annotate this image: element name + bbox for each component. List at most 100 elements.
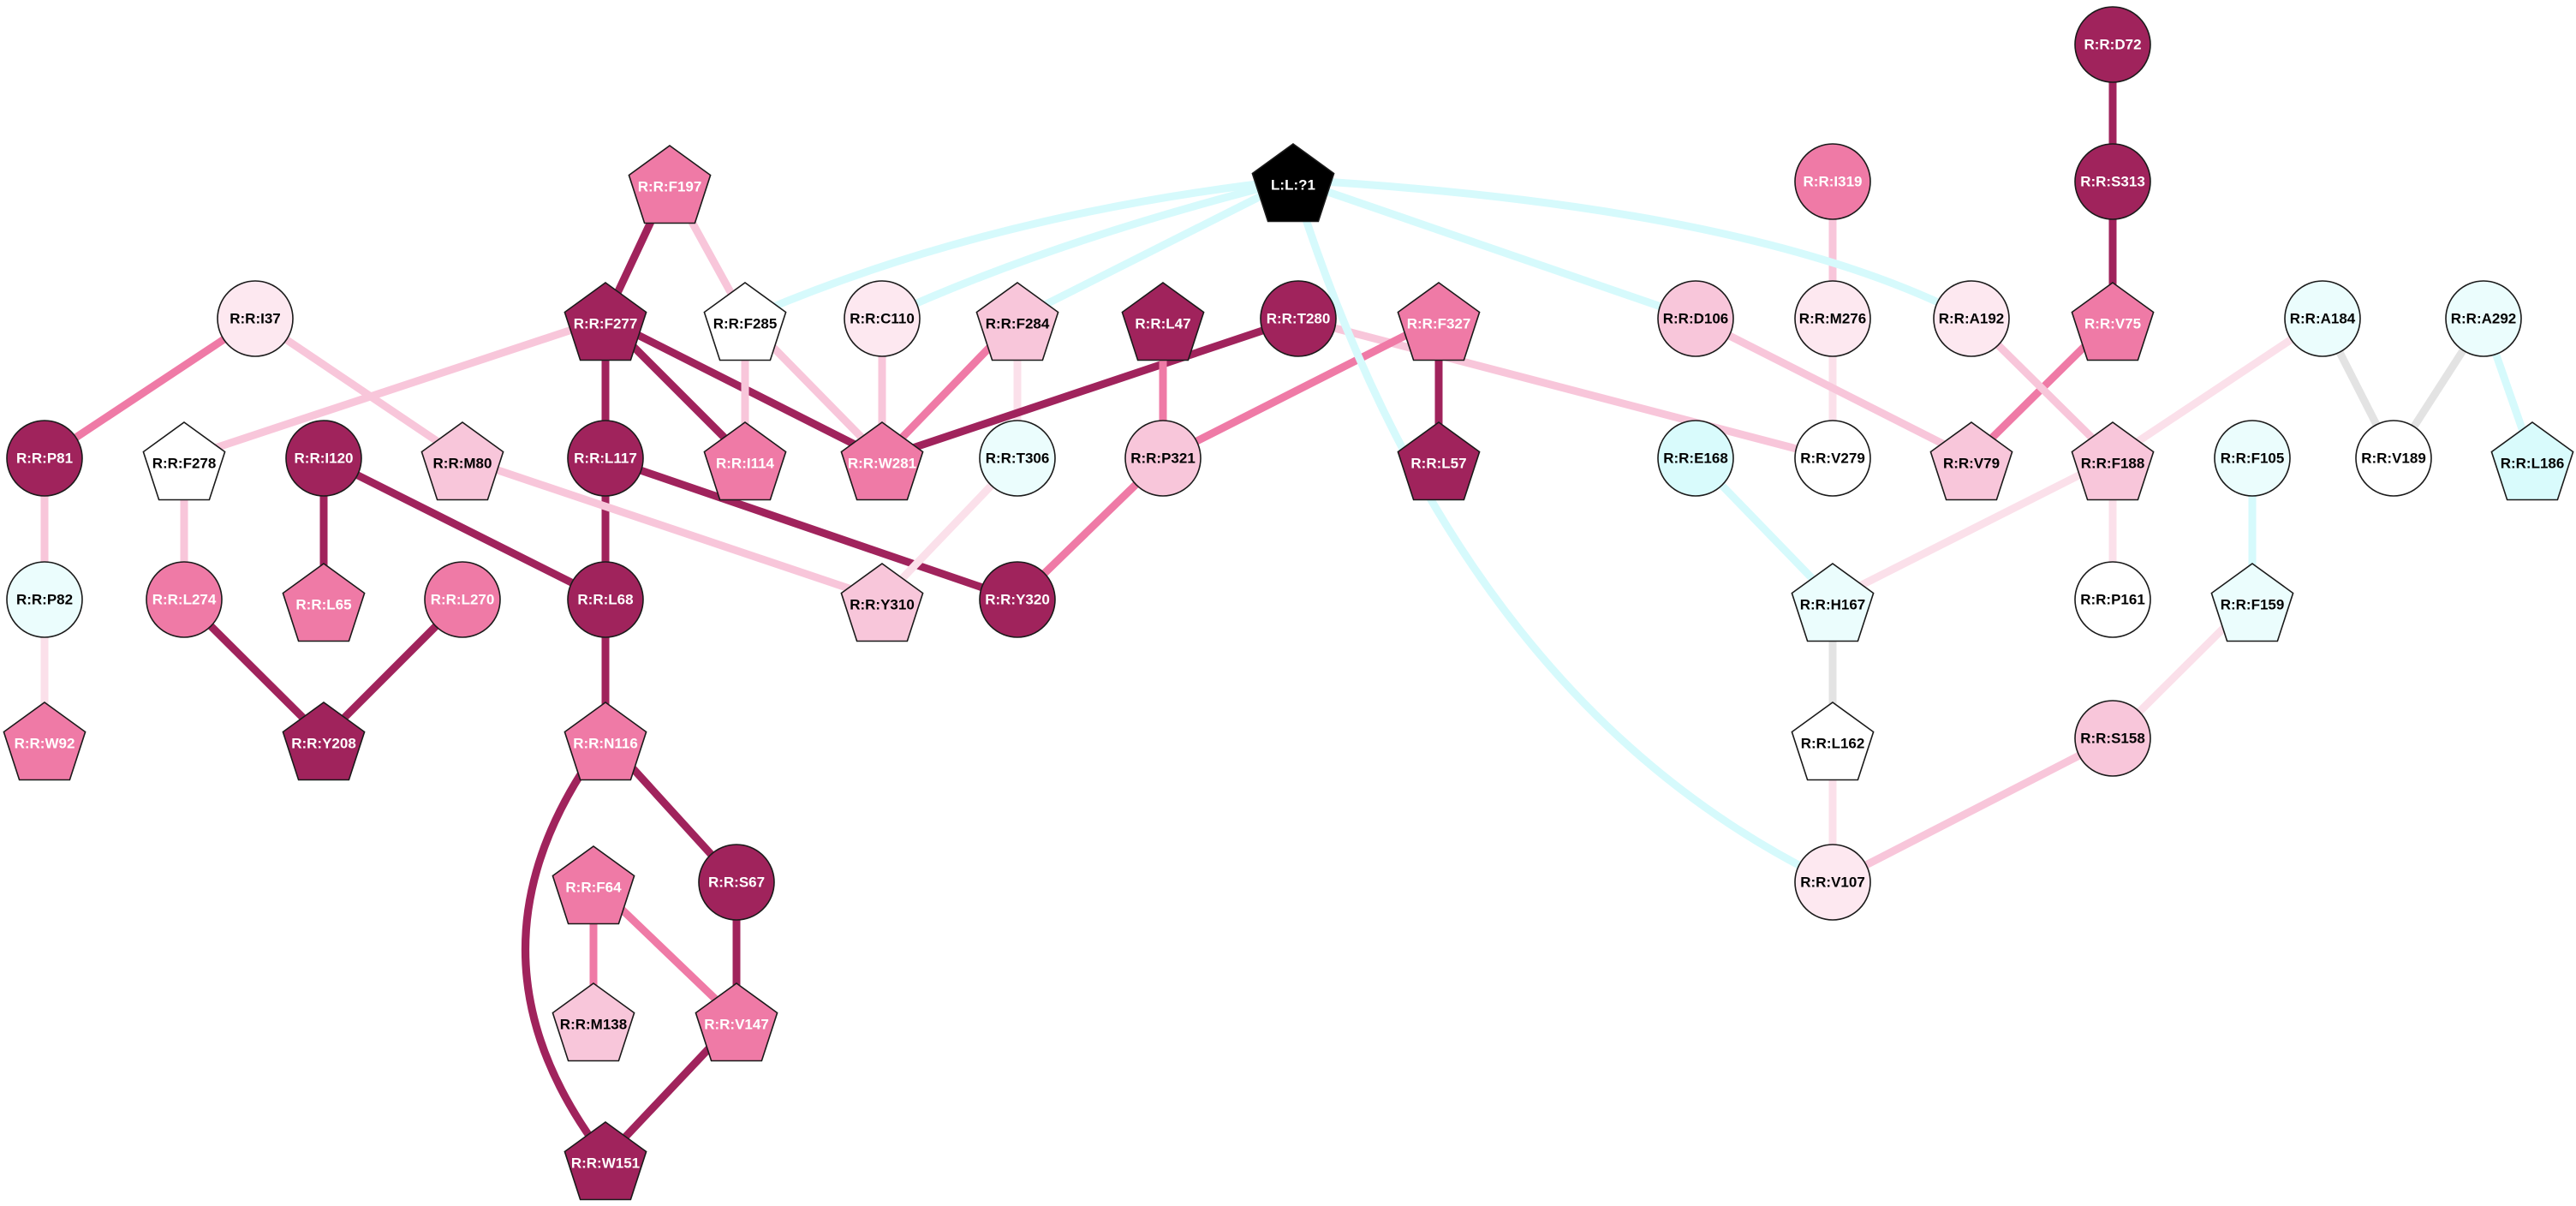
node-r-r-l65[interactable]: R:R:L65 xyxy=(282,563,366,642)
node-r-r-w151[interactable]: R:R:W151 xyxy=(564,1121,647,1201)
node-shape-r-r-f64 xyxy=(552,845,635,925)
node-shape-r-r-a292 xyxy=(2445,280,2522,357)
node-shape-r-r-l47 xyxy=(1121,282,1205,361)
node-shape-r-r-v147 xyxy=(695,982,778,1062)
node-r-r-l117[interactable]: R:R:L117 xyxy=(567,420,644,497)
node-shape-r-r-n116 xyxy=(564,702,647,781)
node-shape-r-r-y320 xyxy=(979,561,1056,638)
node-label: R:R:V189 xyxy=(2361,451,2426,467)
node-r-r-p321[interactable]: R:R:P321 xyxy=(1124,420,1202,497)
node-r-r-i120[interactable]: R:R:I120 xyxy=(285,420,362,497)
node-r-r-v147[interactable]: R:R:V147 xyxy=(695,982,778,1062)
node-r-r-a184[interactable]: R:R:A184 xyxy=(2284,280,2361,357)
node-r-r-d72[interactable]: R:R:D72 xyxy=(2074,6,2151,83)
node-shape-r-r-f159 xyxy=(2210,563,2294,642)
node-shape-r-r-t280 xyxy=(1260,280,1337,357)
node-l-l-1[interactable]: L:L:?1 xyxy=(1251,143,1335,223)
node-label: R:R:T306 xyxy=(986,451,1050,467)
node-label: R:R:F277 xyxy=(574,316,638,332)
edge-r-r-n116-to-r-r-w151 xyxy=(522,734,610,1162)
node-shape-r-r-l270 xyxy=(424,561,501,638)
edge-r-r-f188-to-r-r-h167 xyxy=(1828,454,2117,604)
node-r-r-i319[interactable]: R:R:I319 xyxy=(1794,143,1871,220)
node-r-r-s313[interactable]: R:R:S313 xyxy=(2074,143,2151,220)
node-r-r-m138[interactable]: R:R:M138 xyxy=(552,982,635,1062)
node-r-r-i114[interactable]: R:R:I114 xyxy=(703,421,787,501)
edge-l-l-1-to-r-r-f285 xyxy=(741,176,1297,323)
edge-r-r-f327-to-r-r-p321 xyxy=(1159,314,1443,463)
node-r-r-v279[interactable]: R:R:V279 xyxy=(1794,420,1871,497)
node-r-r-n116[interactable]: R:R:N116 xyxy=(564,702,647,781)
node-r-r-l68[interactable]: R:R:L68 xyxy=(567,561,644,638)
node-r-r-v107[interactable]: R:R:V107 xyxy=(1794,844,1871,921)
node-r-r-a292[interactable]: R:R:A292 xyxy=(2445,280,2522,357)
node-shape-r-r-d72 xyxy=(2074,6,2151,83)
node-r-r-c110[interactable]: R:R:C110 xyxy=(844,280,921,357)
node-r-r-v75[interactable]: R:R:V75 xyxy=(2071,282,2155,361)
node-shape-r-r-e168 xyxy=(1657,420,1734,497)
node-r-r-p81[interactable]: R:R:P81 xyxy=(6,420,83,497)
node-r-r-w281[interactable]: R:R:W281 xyxy=(840,421,924,501)
node-r-r-l270[interactable]: R:R:L270 xyxy=(424,561,501,638)
node-r-r-i37[interactable]: R:R:I37 xyxy=(217,280,294,357)
node-r-r-f277[interactable]: R:R:F277 xyxy=(564,282,647,361)
node-r-r-p161[interactable]: R:R:P161 xyxy=(2074,561,2151,638)
node-r-r-a192[interactable]: R:R:A192 xyxy=(1933,280,2010,357)
node-shape-r-r-i37 xyxy=(217,280,294,357)
node-label: R:R:L47 xyxy=(1135,316,1190,332)
node-r-r-t306[interactable]: R:R:T306 xyxy=(979,420,1056,497)
node-r-r-y208[interactable]: R:R:Y208 xyxy=(282,702,366,781)
node-r-r-y310[interactable]: R:R:Y310 xyxy=(840,563,924,642)
node-r-r-m80[interactable]: R:R:M80 xyxy=(420,421,504,501)
node-r-r-l162[interactable]: R:R:L162 xyxy=(1791,702,1875,781)
edge-r-r-m80-to-r-r-y310 xyxy=(458,454,886,604)
node-label: R:R:F197 xyxy=(638,179,702,195)
node-shape-r-r-v75 xyxy=(2071,282,2155,361)
node-r-r-s67[interactable]: R:R:S67 xyxy=(698,844,775,921)
node-label: R:R:D106 xyxy=(1663,311,1729,327)
node-r-r-v189[interactable]: R:R:V189 xyxy=(2355,420,2432,497)
node-label: R:R:F327 xyxy=(1407,316,1471,332)
node-shape-l-l-1 xyxy=(1251,143,1335,223)
node-label: R:R:F284 xyxy=(986,316,1050,332)
node-r-r-l186[interactable]: R:R:L186 xyxy=(2490,421,2574,501)
node-r-r-t280[interactable]: R:R:T280 xyxy=(1260,280,1337,357)
node-r-r-y320[interactable]: R:R:Y320 xyxy=(979,561,1056,638)
node-r-r-m276[interactable]: R:R:M276 xyxy=(1794,280,1871,357)
node-shape-r-r-a192 xyxy=(1933,280,2010,357)
node-r-r-f327[interactable]: R:R:F327 xyxy=(1397,282,1481,361)
node-r-r-f105[interactable]: R:R:F105 xyxy=(2214,420,2291,497)
node-shape-r-r-f277 xyxy=(564,282,647,361)
node-label: R:R:F159 xyxy=(2221,597,2285,613)
node-r-r-f64[interactable]: R:R:F64 xyxy=(552,845,635,925)
node-shape-r-r-f105 xyxy=(2214,420,2291,497)
node-shape-r-r-i319 xyxy=(1794,143,1871,220)
node-r-r-f285[interactable]: R:R:F285 xyxy=(703,282,787,361)
node-r-r-p82[interactable]: R:R:P82 xyxy=(6,561,83,638)
node-label: R:R:I319 xyxy=(1804,174,1863,190)
edge-l-l-1-to-r-r-v107 xyxy=(1289,176,1837,887)
node-r-r-l47[interactable]: R:R:L47 xyxy=(1121,282,1205,361)
node-r-r-f284[interactable]: R:R:F284 xyxy=(975,282,1059,361)
node-label: R:R:S67 xyxy=(708,875,765,891)
node-shape-r-r-y208 xyxy=(282,702,366,781)
node-label: R:R:L186 xyxy=(2501,456,2565,472)
edge-r-r-t280-to-r-r-w281 xyxy=(878,314,1303,463)
node-r-r-s158[interactable]: R:R:S158 xyxy=(2074,700,2151,777)
node-label: R:R:C110 xyxy=(850,311,915,327)
node-r-r-v79[interactable]: R:R:V79 xyxy=(1929,421,2013,501)
node-r-r-l57[interactable]: R:R:L57 xyxy=(1397,421,1481,501)
node-r-r-w92[interactable]: R:R:W92 xyxy=(3,702,86,781)
node-r-r-f197[interactable]: R:R:F197 xyxy=(628,145,712,224)
edge-r-r-i37-to-r-r-m80 xyxy=(251,314,467,463)
node-r-r-h167[interactable]: R:R:H167 xyxy=(1791,563,1875,642)
node-r-r-f278[interactable]: R:R:F278 xyxy=(142,421,226,501)
node-r-r-f159[interactable]: R:R:F159 xyxy=(2210,563,2294,642)
node-label: R:R:L270 xyxy=(431,592,495,608)
node-r-r-l274[interactable]: R:R:L274 xyxy=(146,561,223,638)
node-r-r-e168[interactable]: R:R:E168 xyxy=(1657,420,1734,497)
node-shape-r-r-v107 xyxy=(1794,844,1871,921)
node-r-r-d106[interactable]: R:R:D106 xyxy=(1657,280,1734,357)
node-r-r-f188[interactable]: R:R:F188 xyxy=(2071,421,2155,501)
